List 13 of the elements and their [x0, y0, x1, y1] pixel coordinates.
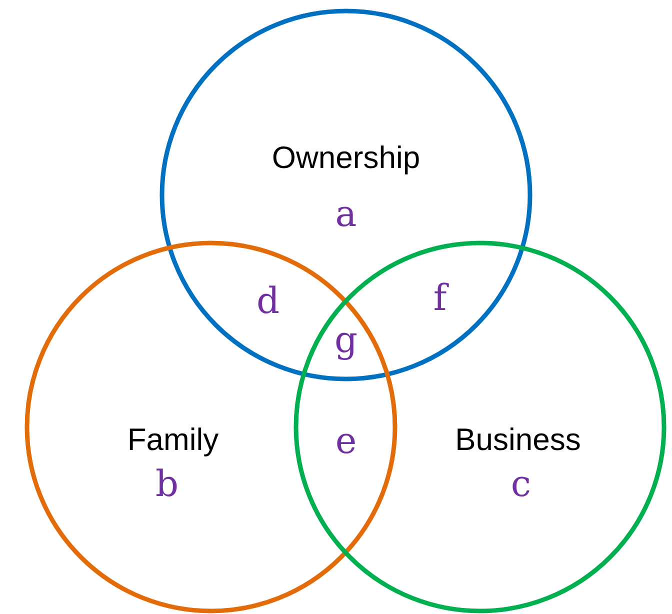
circle-title: Ownership: [272, 140, 420, 176]
venn-circle: [25, 241, 397, 613]
region-letter: f: [433, 281, 447, 317]
region-letter: d: [256, 284, 280, 320]
venn-circle: [160, 9, 532, 381]
venn-circle: [294, 241, 666, 613]
circle-title: Business: [455, 422, 581, 458]
circle-title: Family: [127, 422, 219, 458]
region-letter: a: [335, 197, 357, 233]
region-letter: c: [510, 467, 532, 503]
region-letter: e: [335, 424, 357, 460]
region-letter: b: [155, 467, 179, 503]
region-letter: g: [334, 323, 358, 359]
